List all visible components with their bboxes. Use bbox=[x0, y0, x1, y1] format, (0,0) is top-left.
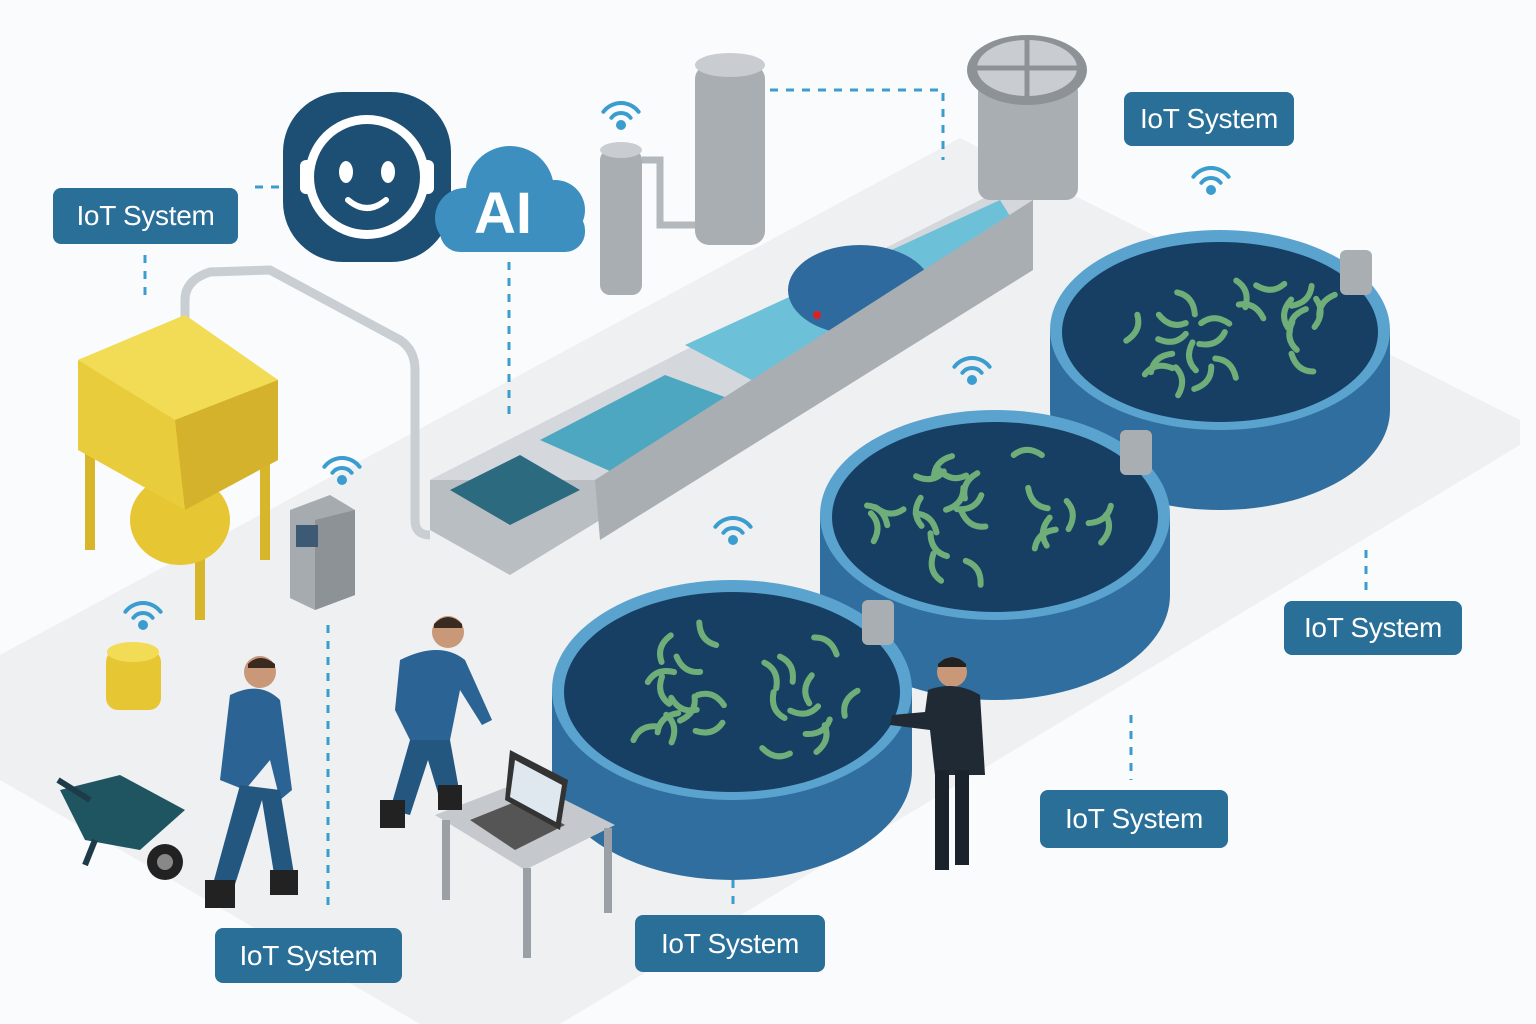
shrimp bbox=[776, 653, 796, 685]
yellow-sensor bbox=[106, 642, 161, 710]
shrimp bbox=[1010, 446, 1045, 459]
fan-unit bbox=[967, 35, 1087, 200]
shrimp bbox=[1191, 363, 1215, 392]
shrimp bbox=[1196, 329, 1228, 348]
shrimp bbox=[1155, 330, 1189, 345]
shrimp bbox=[1025, 484, 1051, 512]
wifi-icon bbox=[713, 516, 753, 545]
shrimp bbox=[811, 634, 840, 658]
shrimp bbox=[657, 673, 673, 707]
shrimp bbox=[1253, 280, 1288, 293]
shrimp bbox=[1288, 282, 1315, 309]
shrimp bbox=[1233, 277, 1250, 311]
wheelbarrow bbox=[56, 775, 185, 880]
shrimp bbox=[1141, 362, 1176, 378]
shrimp bbox=[958, 508, 989, 530]
shrimp-tank bbox=[820, 410, 1170, 700]
shrimp bbox=[1063, 497, 1076, 533]
shrimp-tank bbox=[552, 580, 912, 880]
shrimp bbox=[694, 690, 727, 709]
control-panel-box bbox=[290, 495, 355, 610]
shrimp bbox=[930, 453, 956, 481]
shrimp bbox=[644, 668, 678, 686]
shrimp bbox=[1174, 289, 1198, 318]
connection-lines bbox=[143, 88, 1368, 912]
shrimp bbox=[1316, 291, 1338, 322]
iot-system-label-bottom-center: IoT System bbox=[635, 915, 825, 972]
iot-system-label-bottom-right: IoT System bbox=[1040, 790, 1228, 848]
shrimp bbox=[928, 550, 945, 584]
raceway-tank bbox=[430, 185, 1033, 575]
shrimp bbox=[1186, 339, 1199, 374]
shrimp bbox=[1031, 526, 1059, 552]
filter-cylinders bbox=[600, 53, 765, 295]
wifi-icon bbox=[1191, 166, 1231, 195]
manager-in-suit bbox=[890, 657, 985, 870]
shrimp bbox=[841, 687, 861, 719]
desk-with-laptop bbox=[435, 750, 615, 958]
shrimp bbox=[630, 723, 662, 744]
shrimp bbox=[1085, 502, 1114, 527]
shrimp bbox=[673, 653, 704, 675]
worker-center bbox=[380, 616, 492, 828]
yellow-filter-tank bbox=[78, 315, 278, 620]
shrimp bbox=[1281, 296, 1295, 331]
shrimp bbox=[769, 689, 788, 722]
shrimp bbox=[872, 504, 907, 517]
shrimp bbox=[927, 530, 950, 560]
iot-system-label-top-right: IoT System bbox=[1124, 92, 1294, 146]
iot-system-label-right: IoT System bbox=[1284, 601, 1462, 655]
shrimp bbox=[867, 510, 881, 545]
shrimp bbox=[1235, 301, 1267, 322]
wifi-icon bbox=[952, 356, 992, 385]
shrimp bbox=[761, 659, 780, 692]
shrimp bbox=[787, 703, 822, 717]
tank-sensor bbox=[862, 600, 894, 645]
shrimp bbox=[759, 745, 793, 760]
shrimp bbox=[668, 694, 700, 714]
ai-robot-icon bbox=[283, 92, 451, 262]
shrimp bbox=[1198, 315, 1233, 327]
shrimp bbox=[802, 672, 815, 707]
wifi-icon bbox=[601, 101, 641, 130]
ai-badge-text: AI bbox=[474, 181, 532, 246]
tank-sensor bbox=[1340, 250, 1372, 295]
wifi-icon bbox=[123, 601, 163, 630]
shrimp bbox=[1288, 350, 1317, 375]
shrimp bbox=[692, 719, 726, 736]
shrimp bbox=[1123, 311, 1142, 344]
shrimp bbox=[1286, 318, 1300, 353]
worker-left bbox=[205, 656, 298, 908]
shrimp bbox=[1172, 364, 1186, 399]
shrimp bbox=[1155, 311, 1189, 328]
ai-cloud-icon bbox=[435, 146, 585, 252]
iot-system-label-top-left: IoT System bbox=[53, 188, 238, 244]
pipe bbox=[180, 265, 431, 540]
shrimp bbox=[961, 470, 981, 502]
shrimp bbox=[912, 510, 940, 536]
shrimp bbox=[696, 619, 720, 648]
shrimp bbox=[802, 716, 833, 737]
tank-sensor bbox=[1120, 430, 1152, 475]
wifi-icon bbox=[322, 456, 362, 485]
shrimp bbox=[657, 632, 674, 665]
shrimp bbox=[654, 710, 682, 736]
iot-system-label-bottom-left: IoT System bbox=[215, 928, 402, 983]
shrimp bbox=[1212, 355, 1239, 381]
shrimp-tank bbox=[1050, 230, 1390, 510]
shrimp bbox=[962, 557, 984, 588]
